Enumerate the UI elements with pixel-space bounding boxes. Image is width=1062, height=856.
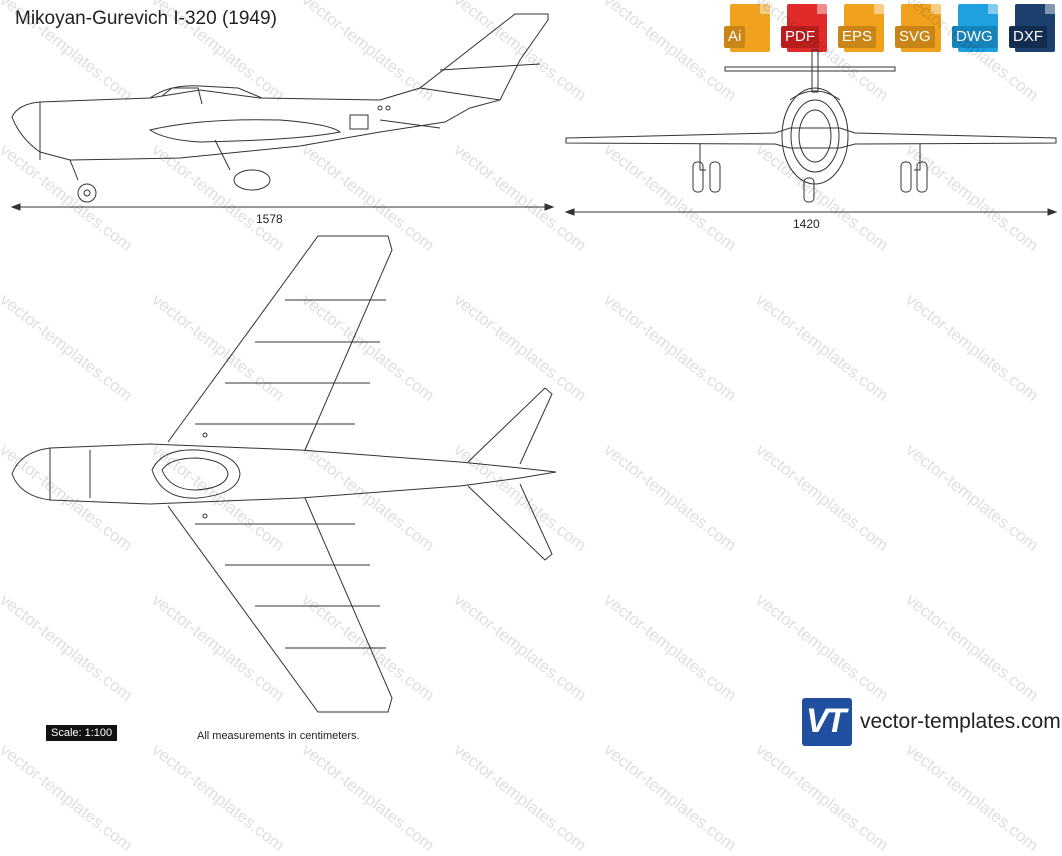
page-title: Mikoyan-Gurevich I-320 (1949) — [15, 8, 277, 29]
measurement-note: All measurements in centimeters. — [197, 730, 360, 742]
format-dwg-button[interactable]: DWG — [952, 4, 998, 52]
format-label: Ai — [724, 26, 746, 48]
side-view — [11, 13, 549, 203]
watermark-text: vector-templates.com — [148, 740, 289, 856]
format-ai-button[interactable]: Ai — [724, 4, 770, 52]
brand-logo-text: VT — [806, 702, 846, 740]
watermark-text: vector-templates.com — [902, 740, 1043, 856]
format-svg-button[interactable]: SVG — [895, 4, 941, 52]
watermark-text: vector-templates.com — [752, 740, 893, 856]
format-label: PDF — [781, 26, 819, 48]
watermark-text: vector-templates.com — [298, 740, 439, 856]
front-view — [565, 49, 1057, 203]
format-pdf-button[interactable]: PDF — [781, 4, 827, 52]
side-length-label: 1578 — [256, 212, 283, 226]
front-dimension-line — [564, 208, 1058, 216]
format-label: SVG — [895, 26, 935, 48]
brand-site-link[interactable]: vector-templates.com — [860, 710, 1061, 733]
watermark-text: vector-templates.com — [450, 740, 591, 856]
format-label: DWG — [952, 26, 997, 48]
format-eps-button[interactable]: EPS — [838, 4, 884, 52]
format-dxf-button[interactable]: DXF — [1009, 4, 1055, 52]
side-dimension-line — [10, 203, 555, 211]
format-label: DXF — [1009, 26, 1047, 48]
brand-logo[interactable]: VT — [802, 698, 852, 746]
watermark-text: vector-templates.com — [600, 740, 741, 856]
top-view — [11, 235, 557, 713]
format-label: EPS — [838, 26, 877, 48]
front-width-label: 1420 — [793, 217, 820, 231]
blueprint-drawing — [10, 13, 1058, 713]
watermark-text: vector-templates.com — [0, 740, 137, 856]
scale-label: Scale: 1:100 — [46, 725, 118, 741]
